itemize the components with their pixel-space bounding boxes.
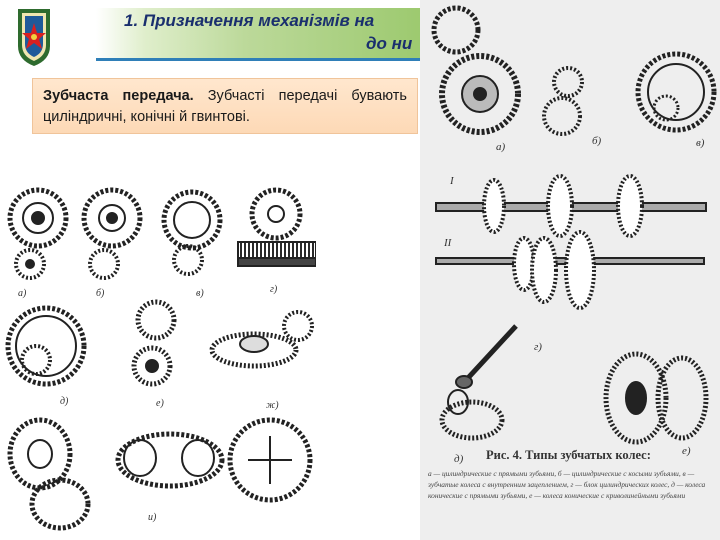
- figure-caption: Рис. 4. Типы зубчатых колес:: [486, 448, 651, 462]
- internal-gear-c: [161, 189, 223, 276]
- left-label-i: и): [148, 512, 157, 523]
- bevel-gear-sets: [439, 351, 709, 445]
- right-label-b: б): [592, 135, 602, 147]
- gear-shafts: [435, 174, 707, 389]
- left-label-g: г): [270, 284, 278, 295]
- figure-legend: а — цилиндрические с прямыми зубьями, б …: [428, 469, 706, 500]
- worm-wheel: [227, 417, 313, 503]
- helical-gear-pair-b: [81, 187, 143, 280]
- rack-and-pinion-g: [237, 187, 316, 267]
- left-label-zh: ж): [266, 400, 279, 411]
- right-label-d: д): [454, 453, 464, 465]
- left-label-v: в): [196, 288, 204, 299]
- left-label-e: е): [156, 398, 164, 409]
- title-banner: [96, 8, 426, 61]
- spiral-bevel-gears: [115, 431, 225, 489]
- shield-emblem-icon: [18, 9, 50, 66]
- right-label-a: а): [496, 141, 506, 153]
- bevel-gear-pair-i: [7, 417, 91, 531]
- left-label-a: а): [18, 288, 27, 299]
- crossed-helical-gears-e: [131, 299, 177, 387]
- definition-text-box: Зубчаста передача. Зубчасті передачі був…: [32, 78, 418, 134]
- spur-gear-pair-a: [7, 187, 69, 280]
- gear-types-textbook-figure: а) б) в) г) д) е) I II: [420, 0, 720, 540]
- right-label-shaft-2: II: [443, 237, 453, 249]
- definition-term: Зубчаста передача.: [43, 88, 194, 104]
- page-title-continuation: до ни: [366, 34, 413, 53]
- bevel-gears-zh: [209, 310, 314, 369]
- page-title: 1. Призначення механізмів на: [124, 11, 375, 30]
- right-label-shaft-1: I: [449, 175, 455, 187]
- left-label-b: б): [96, 288, 105, 299]
- gear-types-illustration: а) б) в) г) д) е) ж) и): [5, 187, 316, 531]
- definition-body: Зубчасті передачі бувають циліндричні, к…: [43, 88, 407, 125]
- right-label-e: е): [682, 445, 691, 457]
- top-gear-row: [431, 5, 717, 136]
- ring-gear-d: [5, 305, 87, 387]
- left-label-d: д): [60, 396, 69, 407]
- right-label-v: в): [696, 137, 705, 149]
- right-label-g: г): [534, 341, 542, 353]
